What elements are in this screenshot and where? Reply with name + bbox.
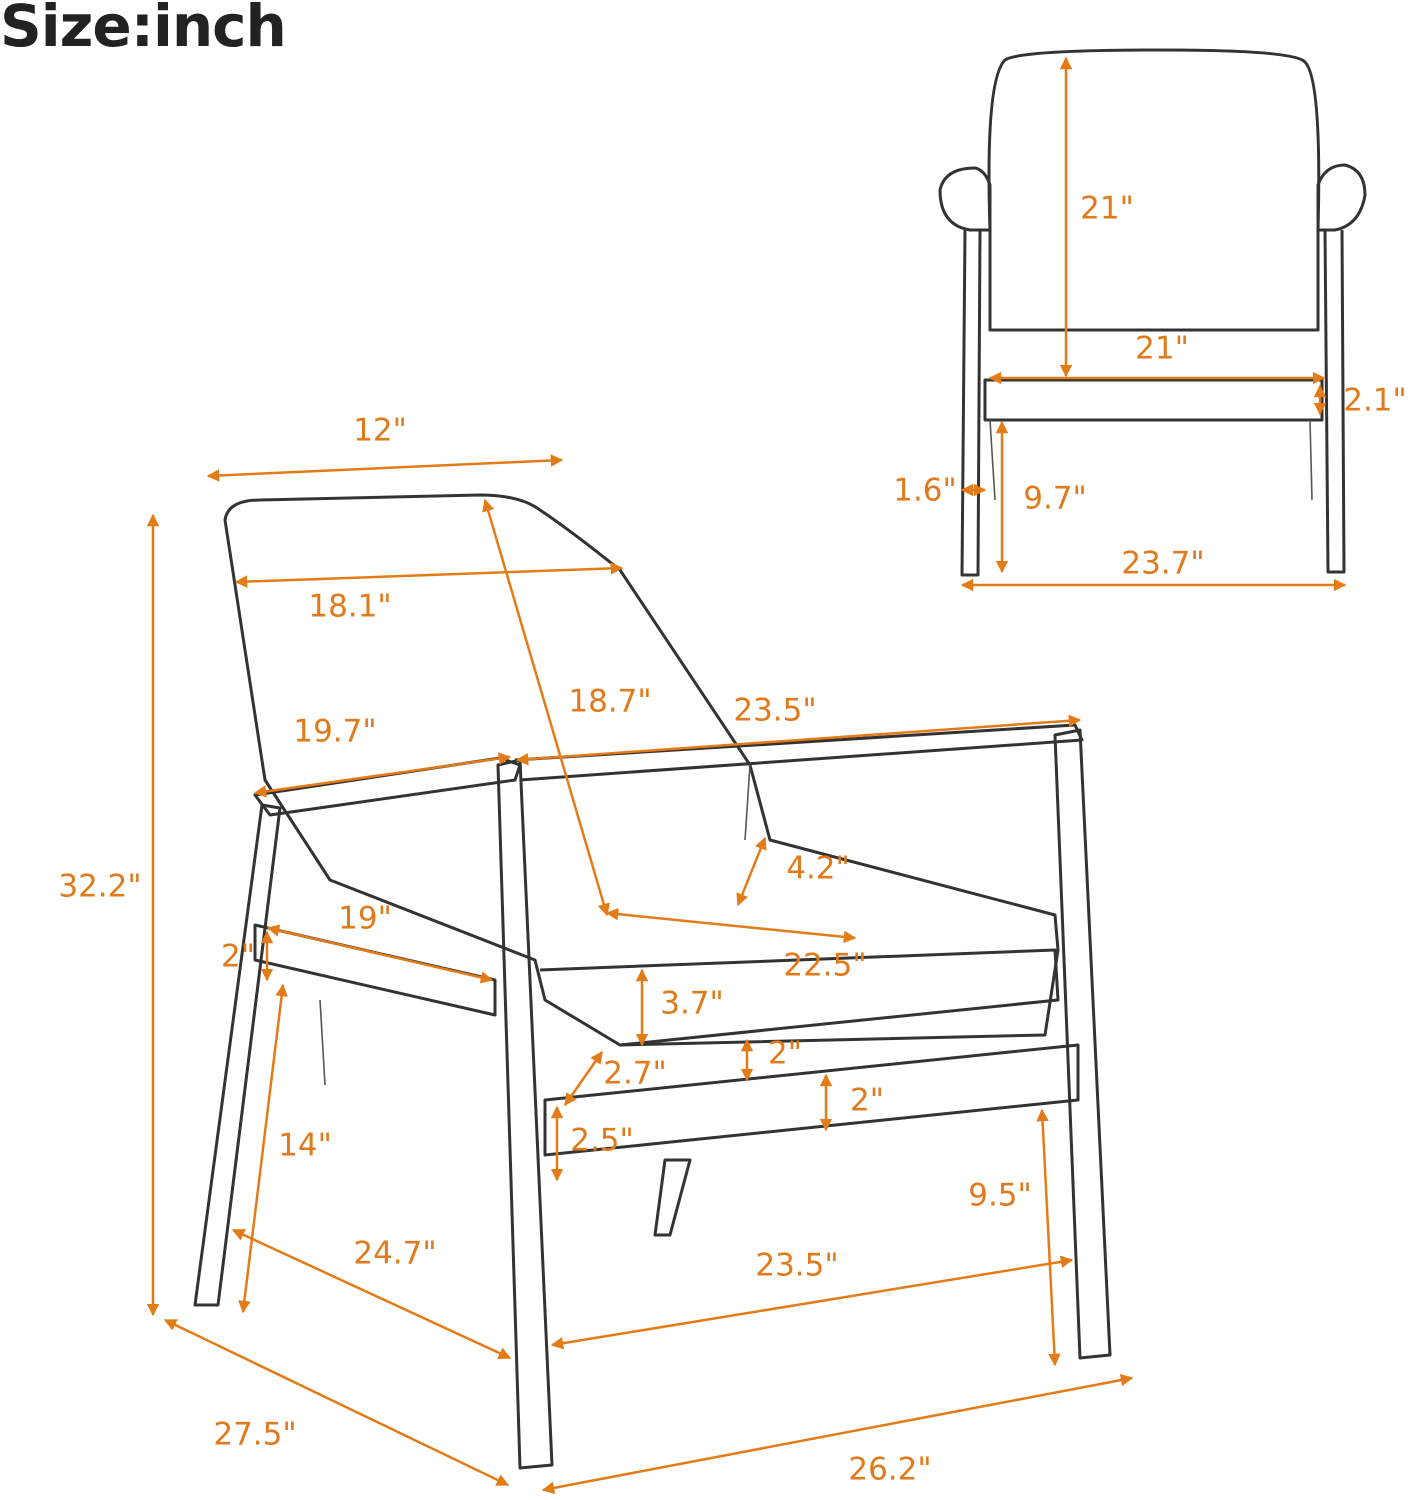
- dim-line-seat-depth: [605, 907, 857, 944]
- dim-line-back-side: [253, 752, 512, 798]
- label-overall-width: 26.2": [848, 1452, 931, 1488]
- label-front-rail-height: 2.5": [570, 1123, 634, 1159]
- label-front-back-height: 21": [1080, 191, 1134, 227]
- dim-line-overall-depth: [163, 1318, 510, 1487]
- label-cushion-base: 2": [768, 1036, 802, 1072]
- dimension-lines: [146, 56, 1347, 1495]
- label-top-depth: 12": [353, 413, 407, 449]
- dim-line-overall-width: [541, 1373, 1134, 1495]
- label-inner-width: 23.5": [755, 1248, 838, 1284]
- dim-line-rail-to-floor: [1036, 1108, 1061, 1367]
- dim-line-inner-width: [550, 1255, 1074, 1350]
- label-back-gap: 4.2": [786, 851, 850, 887]
- label-overall-depth: 27.5": [213, 1417, 296, 1453]
- dim-line-arm-length: [515, 714, 1082, 766]
- label-front-leg-clearance: 9.7": [1023, 481, 1087, 517]
- label-side-rail-height: 2": [221, 939, 255, 975]
- dim-line-arm-to-floor: [238, 983, 288, 1314]
- dimension-labels: 21" 21" 2.1" 1.6" 9.7" 23.7" 12" 18.1" 1…: [58, 191, 1406, 1488]
- label-back-side: 19.7": [293, 714, 376, 750]
- label-cushion-height: 3.7": [660, 986, 724, 1022]
- label-front-overall-width: 23.7": [1121, 546, 1204, 582]
- label-front-rail: 2": [850, 1083, 884, 1119]
- label-back-height: 18.7": [568, 684, 651, 720]
- dim-line-back-height: [482, 498, 610, 917]
- dim-line-top-depth: [206, 454, 564, 482]
- page-title: Size:inch: [0, 0, 287, 60]
- label-side-rail: 19": [338, 901, 392, 937]
- label-overall-height: 32.2": [58, 869, 141, 905]
- dim-line-side-rail: [266, 924, 494, 984]
- label-inner-depth: 24.7": [353, 1236, 436, 1272]
- label-front-seat-width: 21": [1135, 331, 1189, 367]
- dim-line-back-gap: [736, 836, 767, 907]
- label-arm-to-floor: 14": [278, 1128, 332, 1164]
- label-arm-length: 23.5": [733, 693, 816, 729]
- label-front-leg-width: 1.6": [893, 473, 957, 509]
- dim-line-back-width: [234, 562, 624, 588]
- side-view-chair: [193, 493, 1112, 1470]
- front-view-chair: [938, 48, 1367, 577]
- label-back-width: 18.1": [308, 589, 391, 625]
- label-rail-to-floor: 9.5": [968, 1178, 1032, 1214]
- dim-line-leg-thickness: [563, 1050, 604, 1107]
- label-front-rail-height: 2.1": [1343, 383, 1407, 419]
- label-seat-depth: 22.5": [783, 948, 866, 984]
- label-leg-thickness: 2.7": [603, 1056, 667, 1092]
